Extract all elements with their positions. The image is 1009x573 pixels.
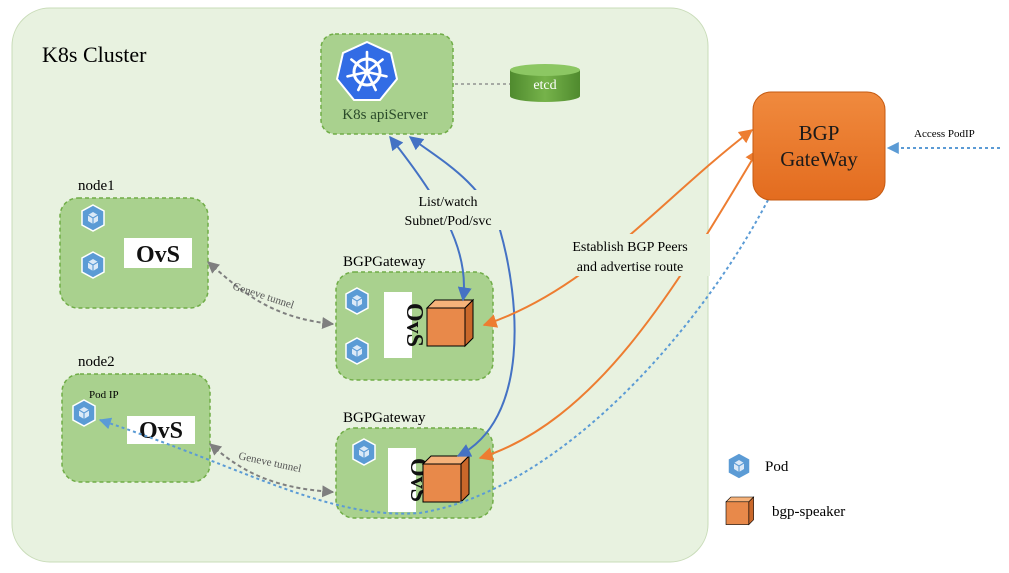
geneve-tunnel-2 — [209, 443, 335, 498]
node1-ovs-logo: OvS — [124, 238, 192, 268]
pod-ip-label: Pod IP — [89, 389, 119, 401]
bgp-gateway-external-line1: BGP — [799, 121, 840, 145]
gateway1-pod-icon — [345, 287, 369, 315]
bgp-gateway-external-line2: GateWay — [780, 147, 858, 171]
node2-ovs-logo: OvS — [127, 416, 195, 444]
legend-pod-icon — [727, 452, 751, 480]
node1-pod-icon — [81, 204, 105, 232]
gateway1-ovs-text: OvS — [401, 303, 427, 347]
api-server-label: K8s apiServer — [342, 107, 427, 123]
etcd-cylinder — [510, 64, 580, 102]
gateway1-bgp-speaker — [426, 299, 474, 347]
list-watch-label-line2: Subnet/Pod/svc — [404, 214, 491, 229]
bgp-peer-arrow-2 — [478, 148, 759, 461]
legend-speaker-label: bgp-speaker — [772, 504, 845, 520]
node2-label: node2 — [78, 354, 115, 370]
etcd-label: etcd — [533, 78, 556, 93]
node2-pod-icon — [72, 399, 96, 427]
gateway1-pod-icon — [345, 337, 369, 365]
access-podip-label: Access PodIP — [914, 128, 975, 140]
gateway2-pod-icon — [352, 438, 376, 466]
node1-pod-icon — [81, 251, 105, 279]
gateway1-label: BGPGateway — [343, 254, 426, 270]
node1-label: node1 — [78, 178, 115, 194]
node1-ovs-text: OvS — [136, 242, 180, 268]
kubernetes-logo-icon — [335, 40, 399, 101]
bgp-peer-label-line1: Establish BGP Peers — [572, 240, 687, 255]
bgp-peer-label-line2: and advertise route — [577, 260, 684, 275]
pod-ip-route-path — [98, 199, 769, 515]
gateway2-label: BGPGateway — [343, 410, 426, 426]
bgp-peer-label-bg — [552, 234, 710, 276]
list-watch-label-line1: List/watch — [418, 195, 477, 210]
geneve-tunnel-1 — [207, 261, 335, 329]
cluster-title: K8s Cluster — [42, 42, 147, 67]
gateway2-bgp-speaker — [422, 455, 470, 503]
node2-ovs-text: OvS — [139, 418, 183, 444]
legend-pod-label: Pod — [765, 459, 789, 475]
bgp-gateway-external-box — [752, 91, 886, 201]
legend-speaker-icon — [725, 496, 754, 525]
